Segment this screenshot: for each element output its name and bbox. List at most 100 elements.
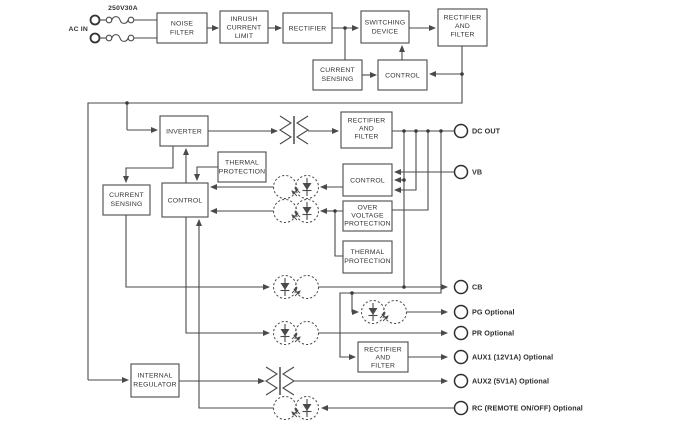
block-inverter: INVERTER bbox=[159, 115, 209, 147]
block-control-secondary: CONTROL bbox=[342, 163, 393, 197]
optocoupler-icon bbox=[274, 200, 319, 223]
block-control-secondary-box bbox=[342, 163, 393, 197]
block-label: RECTIFIER bbox=[289, 26, 327, 33]
block-rectifier-filter-aux-box bbox=[357, 341, 409, 373]
block-rectifier-filter-primary-box bbox=[437, 8, 488, 47]
block-inverter-box bbox=[159, 115, 209, 147]
block-label: CONTROL bbox=[168, 198, 203, 205]
wire-currentsensing2-to-cb-opto bbox=[125, 215, 270, 290]
fuse-rating-label: 250V30A bbox=[108, 5, 138, 12]
block-label: PROTECTION bbox=[344, 221, 391, 228]
terminal-cb-label: CB bbox=[472, 283, 483, 292]
terminal-pg-circle bbox=[453, 304, 469, 320]
terminal-rc: RC (REMOTE ON/OFF) Optional bbox=[453, 400, 583, 416]
wire-ovp-thermal2-link bbox=[334, 210, 343, 257]
block-label: INRUSH bbox=[230, 16, 257, 23]
transformer-icon bbox=[279, 115, 309, 145]
terminal-aux1-circle bbox=[453, 349, 469, 365]
block-switching-device: SWITCHING DEVICE bbox=[360, 10, 410, 44]
block-internal-regulator: INTERNAL REGULATOR bbox=[130, 363, 180, 398]
block-noise-filter: NOISE FILTER bbox=[156, 12, 208, 44]
block-label: RECTIFIER bbox=[348, 118, 386, 125]
block-label: VOLTAGE bbox=[351, 213, 384, 220]
terminal-aux2-label: AUX2 (5V1A) Optional bbox=[472, 377, 549, 386]
block-label: FILTER bbox=[371, 363, 395, 370]
terminal-vb: VB bbox=[453, 164, 482, 180]
block-label: FILTER bbox=[354, 134, 378, 141]
block-label: SENSING bbox=[111, 201, 143, 208]
transformer-icon bbox=[265, 366, 295, 396]
ac-in-label: AC IN bbox=[68, 26, 88, 33]
terminal-pr-label: PR Optional bbox=[472, 329, 514, 338]
terminal-pg-label: PG Optional bbox=[472, 308, 515, 317]
junction-dot bbox=[333, 209, 337, 213]
block-label: PROTECTION bbox=[344, 258, 391, 265]
block-inrush-current-limit: INRUSH CURRENT LIMIT bbox=[219, 10, 269, 44]
optocoupler-icon bbox=[274, 322, 319, 345]
block-thermal-protection-primary: THERMAL PROTECTION bbox=[217, 151, 267, 183]
wire-inverter-to-currentsensing2 bbox=[123, 146, 174, 183]
block-label: AND bbox=[455, 23, 470, 30]
block-label: CONTROL bbox=[385, 73, 420, 80]
block-control-primary-box bbox=[377, 59, 428, 91]
block-rectifier-filter-aux: RECTIFIER AND FILTER bbox=[357, 341, 409, 373]
junction-dot bbox=[460, 72, 464, 76]
block-rectifier-filter-main-box bbox=[340, 111, 393, 149]
block-control-primary: CONTROL bbox=[377, 59, 428, 91]
terminal-cb-circle bbox=[453, 279, 469, 295]
wire-bus4-to-aux1-rect bbox=[339, 131, 442, 360]
wire-thermal1-to-control2 bbox=[194, 166, 218, 181]
terminal-aux1-label: AUX1 (12V1A) Optional bbox=[472, 353, 553, 362]
terminal-pr-circle bbox=[453, 325, 469, 341]
wire-bus3-to-ovp bbox=[392, 131, 429, 211]
block-label: FILTER bbox=[450, 32, 474, 39]
block-current-sensing-secondary-box bbox=[102, 184, 151, 216]
block-label: RECTIFIER bbox=[444, 15, 482, 22]
terminal-rc-circle bbox=[453, 400, 469, 416]
terminal-pg: PG Optional bbox=[453, 304, 515, 320]
wire-bus2-to-control-sec bbox=[394, 131, 417, 193]
block-over-voltage-protection-box bbox=[342, 200, 393, 232]
junction-dot bbox=[439, 129, 443, 133]
terminal-aux2: AUX2 (5V1A) Optional bbox=[453, 373, 549, 389]
terminal-cb: CB bbox=[453, 279, 483, 295]
terminal-pr: PR Optional bbox=[453, 325, 514, 341]
junction-dot bbox=[402, 129, 406, 133]
wire-tap-to-pg-opto bbox=[351, 293, 359, 315]
block-label: CURRENT bbox=[109, 192, 144, 199]
junction-dot bbox=[402, 178, 406, 182]
fuse-icon bbox=[105, 16, 135, 24]
block-label: LIMIT bbox=[235, 33, 253, 40]
block-label: SENSING bbox=[322, 76, 354, 83]
optocoupler-icon bbox=[362, 301, 407, 324]
block-over-voltage-protection: OVER VOLTAGE PROTECTION bbox=[342, 200, 393, 232]
block-rectifier-input-box bbox=[282, 12, 333, 44]
wiring bbox=[87, 19, 463, 411]
block-internal-regulator-box bbox=[130, 363, 180, 398]
block-label: INVERTER bbox=[166, 129, 202, 136]
terminal-aux1: AUX1 (12V1A) Optional bbox=[453, 349, 553, 365]
block-label: AND bbox=[359, 126, 374, 133]
optocoupler-icon bbox=[274, 397, 319, 420]
block-label: PROTECTION bbox=[219, 169, 266, 176]
block-label: THERMAL bbox=[225, 160, 259, 167]
block-label: CURRENT bbox=[227, 25, 262, 32]
block-label: NOISE bbox=[171, 21, 193, 28]
terminal-dc-out-circle bbox=[453, 123, 469, 139]
ac-terminal-icon bbox=[89, 32, 101, 44]
junction-dot bbox=[402, 285, 406, 289]
optocoupler-icon bbox=[274, 176, 319, 199]
terminal-aux2-circle bbox=[453, 373, 469, 389]
block-thermal-protection-primary-box bbox=[217, 151, 267, 183]
block-rectifier-filter-primary: RECTIFIER AND FILTER bbox=[437, 8, 488, 47]
block-label: RECTIFIER bbox=[364, 347, 402, 354]
block-label: OVER bbox=[357, 205, 377, 212]
fuse-icon bbox=[105, 34, 135, 42]
block-current-sensing-secondary: CURRENT SENSING bbox=[102, 184, 151, 216]
junction-dot bbox=[426, 129, 430, 133]
block-noise-filter-box bbox=[156, 12, 208, 44]
wire-rc-opto-to-control2 bbox=[196, 219, 273, 409]
terminal-vb-circle bbox=[453, 164, 469, 180]
block-label: FILTER bbox=[170, 30, 194, 37]
junction-dot bbox=[350, 291, 354, 295]
